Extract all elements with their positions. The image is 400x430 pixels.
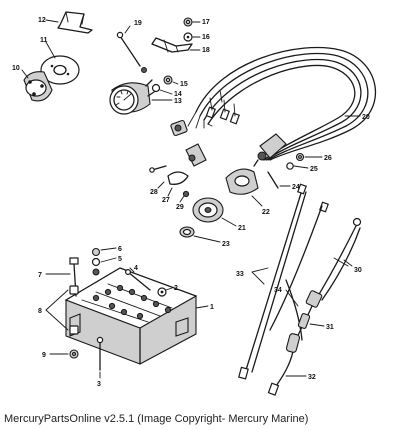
part-32-wire bbox=[267, 333, 301, 396]
label-2: 2 bbox=[174, 285, 178, 292]
part-31-connector bbox=[297, 313, 311, 329]
label-6: 6 bbox=[118, 246, 122, 253]
part-11-gasket bbox=[40, 55, 80, 85]
label-14: 14 bbox=[174, 91, 182, 98]
part-23-oring bbox=[179, 226, 195, 238]
label-26: 26 bbox=[324, 155, 332, 162]
part-12-bracket bbox=[57, 11, 93, 34]
label-13: 13 bbox=[174, 98, 182, 105]
label-30: 30 bbox=[354, 267, 362, 274]
part-5-washer bbox=[91, 257, 101, 267]
part-3-screw bbox=[96, 336, 104, 371]
label-21: 21 bbox=[238, 225, 246, 232]
label-17: 17 bbox=[202, 19, 210, 26]
label-25: 25 bbox=[310, 166, 318, 173]
label-19: 19 bbox=[134, 20, 142, 27]
part-26-nut bbox=[295, 152, 305, 162]
label-29: 29 bbox=[176, 204, 184, 211]
label-22: 22 bbox=[262, 209, 270, 216]
part-9-nut bbox=[69, 349, 79, 359]
part-15-nut bbox=[163, 75, 173, 85]
part-24-pin bbox=[267, 171, 279, 189]
label-27: 27 bbox=[162, 197, 170, 204]
label-24: 24 bbox=[292, 184, 300, 191]
part-20-wiring-harness bbox=[187, 46, 377, 167]
part-29-nut bbox=[182, 190, 190, 198]
image-caption: MercuryPartsOnline v2.5.1 (Image Copyrig… bbox=[4, 413, 309, 425]
part-6-nut bbox=[91, 247, 101, 257]
label-9: 9 bbox=[42, 352, 46, 359]
part-27-clip bbox=[167, 171, 189, 185]
part-13-gauge bbox=[109, 79, 155, 115]
exploded-parts-diagram: 12 11 10 19 17 16 18 15 14 13 20 26 25 2… bbox=[12, 11, 377, 396]
part-4-bolt bbox=[124, 269, 151, 291]
part-25-washer bbox=[286, 162, 294, 170]
label-12: 12 bbox=[38, 17, 46, 24]
label-7: 7 bbox=[38, 272, 42, 279]
label-16: 16 bbox=[202, 34, 210, 41]
label-32: 32 bbox=[308, 374, 316, 381]
part-33-wire bbox=[238, 183, 329, 380]
label-11: 11 bbox=[40, 37, 48, 44]
label-5: 5 bbox=[118, 256, 122, 263]
label-3: 3 bbox=[97, 381, 101, 388]
plug-connector bbox=[185, 143, 207, 167]
part-18-bracket bbox=[151, 37, 193, 53]
part-21-bezel bbox=[192, 197, 224, 223]
label-34: 34 bbox=[274, 287, 282, 294]
part-28-screw bbox=[149, 165, 167, 173]
part-10-gauge-housing bbox=[23, 71, 53, 102]
label-23: 23 bbox=[222, 241, 230, 248]
label-20: 20 bbox=[362, 114, 370, 121]
part-8-spacer bbox=[69, 285, 79, 335]
part-22-switch-cover bbox=[225, 168, 259, 195]
label-8: 8 bbox=[38, 308, 42, 315]
part-19-screw bbox=[116, 31, 147, 73]
part-16-washer bbox=[183, 32, 193, 42]
label-15: 15 bbox=[180, 81, 188, 88]
label-10: 10 bbox=[12, 65, 20, 72]
part-34-wire bbox=[285, 279, 303, 341]
part-14-washer bbox=[151, 83, 161, 93]
label-33: 33 bbox=[236, 271, 244, 278]
label-31: 31 bbox=[326, 324, 334, 331]
part-2-grommet bbox=[157, 287, 167, 297]
washer-small bbox=[92, 268, 100, 276]
part-number-labels: 12 11 10 19 17 16 18 15 14 13 20 26 25 2… bbox=[12, 17, 370, 388]
label-1: 1 bbox=[210, 304, 214, 311]
part-1-switch-box bbox=[64, 267, 198, 365]
label-4: 4 bbox=[134, 265, 138, 272]
part-17-nut bbox=[183, 17, 193, 27]
harness-plug bbox=[170, 119, 188, 137]
part-30-wire bbox=[295, 217, 362, 341]
label-28: 28 bbox=[150, 189, 158, 196]
label-18: 18 bbox=[202, 47, 210, 54]
